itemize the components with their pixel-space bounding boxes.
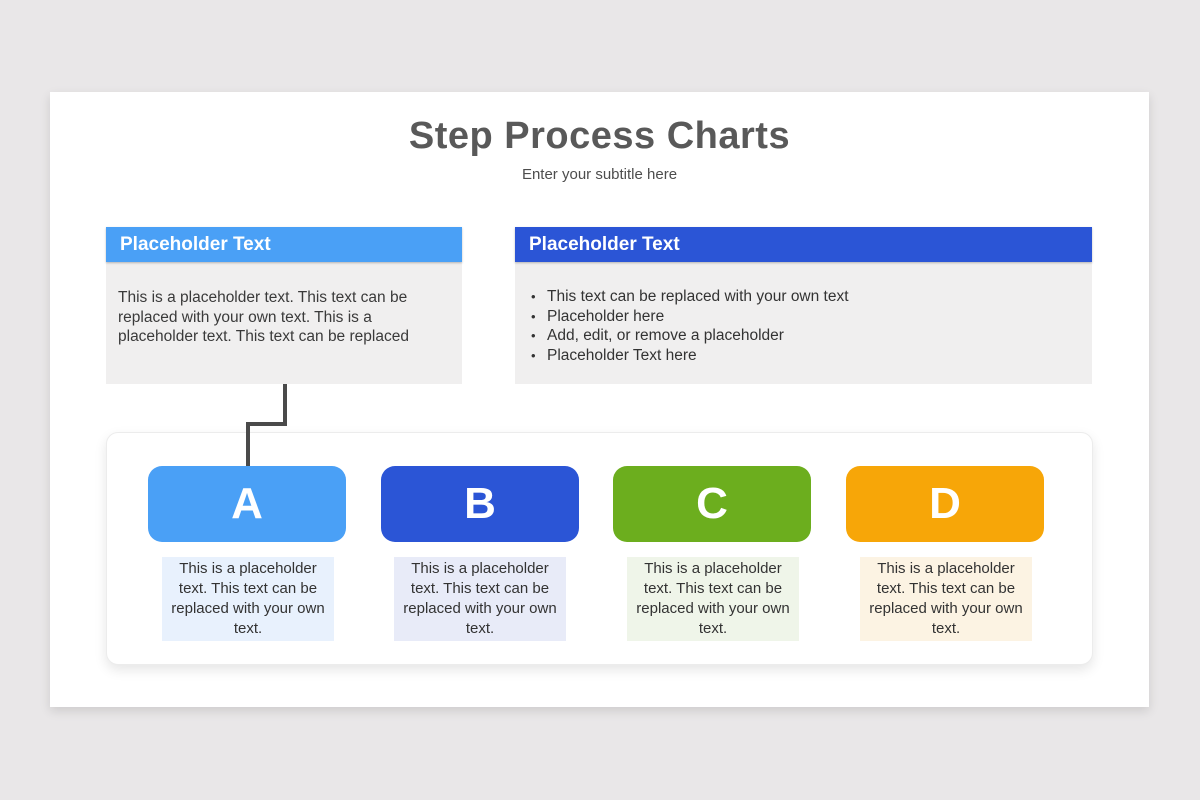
step-label-b: B: [464, 479, 496, 528]
step-caption-a-text: This is a placeholder text. This text ca…: [171, 560, 325, 637]
connector-line-vertical-top: [283, 384, 287, 426]
step-caption-b[interactable]: This is a placeholder text. This text ca…: [394, 557, 566, 641]
step-label-d: D: [929, 479, 961, 528]
step-caption-c[interactable]: This is a placeholder text. This text ca…: [627, 557, 799, 641]
bullet-item: Placeholder here: [529, 307, 1082, 327]
panel-left-body[interactable]: This is a placeholder text. This text ca…: [106, 262, 462, 384]
step-caption-b-text: This is a placeholder text. This text ca…: [403, 560, 557, 637]
connector-line-horizontal: [246, 422, 287, 426]
panel-right[interactable]: Placeholder Text This text can be replac…: [515, 227, 1092, 384]
step-label-c: C: [696, 479, 728, 528]
step-box-c[interactable]: C: [613, 466, 811, 542]
panel-right-header[interactable]: Placeholder Text: [515, 227, 1092, 262]
panel-left-header-label: Placeholder Text: [120, 234, 271, 255]
step-caption-d[interactable]: This is a placeholder text. This text ca…: [860, 557, 1032, 641]
panel-right-header-label: Placeholder Text: [529, 234, 680, 255]
slide-title: Step Process Charts: [408, 115, 791, 157]
step-caption-d-text: This is a placeholder text. This text ca…: [869, 560, 1023, 637]
step-caption-c-text: This is a placeholder text. This text ca…: [636, 560, 790, 637]
connector-line-vertical-bottom: [246, 422, 250, 470]
bullet-item: This text can be replaced with your own …: [529, 287, 1082, 307]
step-box-d[interactable]: D: [846, 466, 1044, 542]
bullet-list: This text can be replaced with your own …: [515, 262, 1092, 365]
panel-left[interactable]: Placeholder Text This is a placeholder t…: [106, 227, 462, 384]
step-box-a[interactable]: A: [148, 466, 346, 542]
panel-left-header[interactable]: Placeholder Text: [106, 227, 462, 262]
bullet-item: Placeholder Text here: [529, 346, 1082, 366]
panel-left-body-text: This is a placeholder text. This text ca…: [118, 289, 409, 345]
step-caption-a[interactable]: This is a placeholder text. This text ca…: [162, 557, 334, 641]
slide: Step Process Charts Enter your subtitle …: [50, 92, 1149, 707]
slide-subtitle: Enter your subtitle here: [521, 166, 678, 183]
panel-right-body[interactable]: This text can be replaced with your own …: [515, 262, 1092, 384]
step-label-a: A: [231, 479, 263, 528]
step-box-b[interactable]: B: [381, 466, 579, 542]
bullet-item: Add, edit, or remove a placeholder: [529, 326, 1082, 346]
